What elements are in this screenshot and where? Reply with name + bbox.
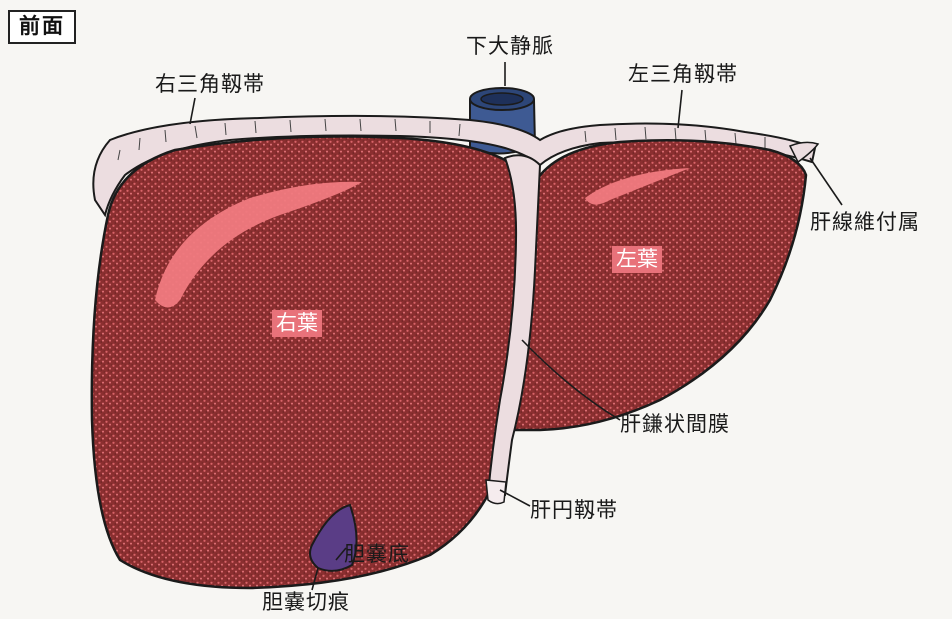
right-triangular-leader: [190, 98, 195, 124]
gallbladder-notch-label: 胆嚢切痕: [262, 592, 350, 613]
ivc-label: 下大静脈: [466, 36, 554, 57]
view-label: 前面: [8, 10, 76, 44]
left-lobe-shape: [512, 140, 806, 430]
fibrous-appendix-label: 肝線維付属: [810, 212, 920, 233]
right-triangular-ligament-label: 右三角靱帯: [155, 74, 265, 95]
falciform-ligament-label: 肝鎌状間膜: [620, 414, 730, 435]
left-lobe-label: 左葉: [612, 246, 662, 273]
fibrous-appendix-leader: [810, 158, 842, 205]
left-triangular-leader: [678, 90, 682, 128]
left-triangular-ligament-label: 左三角靱帯: [628, 64, 738, 85]
right-lobe-label: 右葉: [272, 310, 322, 337]
gallbladder-fundus-label: 胆嚢底: [344, 544, 410, 565]
round-ligament-label: 肝円靱帯: [530, 500, 618, 521]
